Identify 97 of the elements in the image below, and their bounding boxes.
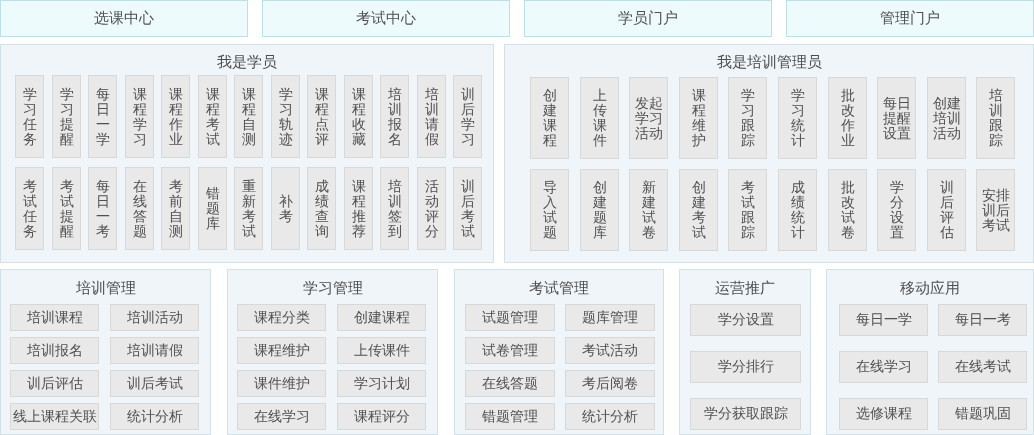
feature-tile: 导入试题 [530,169,569,251]
module-panel [0,44,494,263]
feature-tile: 试卷管理 [465,337,555,364]
portal-header: 选课中心 [0,0,248,37]
feature-tile: 课程推荐 [344,167,373,250]
feature-tile: 训后评估 [10,370,99,397]
feature-tile: 重新考试 [234,167,263,250]
feature-tile: 题库管理 [565,304,655,331]
feature-tile: 上传课件 [337,337,426,364]
panel-title: 培训管理 [75,279,136,297]
feature-tile: 考试活动 [565,337,655,364]
feature-tile: 课程作业 [161,75,190,158]
feature-tile: 统计分析 [565,403,655,430]
feature-tile: 课程点评 [307,75,336,158]
feature-tile: 活动评分 [417,167,446,250]
feature-tile: 创建课程 [530,77,569,159]
feature-tile: 学习任务 [15,75,44,158]
feature-tile: 训后学习 [453,75,482,158]
feature-tile: 补考 [271,167,300,250]
feature-tile: 学习计划 [337,370,426,397]
feature-tile: 培训请假 [110,337,199,364]
feature-tile: 考试提醒 [52,167,81,250]
feature-tile: 训后考试 [453,167,482,250]
feature-tile: 课程维护 [237,337,326,364]
panel-title: 移动应用 [900,279,960,297]
feature-tile: 创建培训活动 [927,77,966,159]
feature-tile: 错题库 [198,167,227,250]
feature-tile: 新建试卷 [629,169,668,251]
feature-tile: 课程分类 [237,304,326,331]
feature-tile: 学分设置 [877,169,916,251]
feature-tile: 课程自测 [234,75,263,158]
module-panel [679,269,811,435]
feature-tile: 创建题库 [580,169,619,251]
feature-tile: 课件维护 [237,370,326,397]
feature-tile: 学习提醒 [52,75,81,158]
portal-header: 学员门户 [524,0,772,37]
panel-title: 考试管理 [529,279,589,297]
feature-tile: 批改作业 [828,77,867,159]
feature-tile: 错题管理 [465,403,555,430]
feature-tile: 学分获取跟踪 [690,398,801,430]
feature-tile: 学分排行 [690,351,801,383]
feature-tile: 统计分析 [110,403,199,430]
feature-tile: 每日一考 [938,304,1027,336]
feature-tile: 课程学习 [125,75,154,158]
feature-tile: 每日一考 [88,167,117,250]
feature-tile: 学分设置 [690,304,801,336]
portal-header: 管理门户 [786,0,1034,37]
feature-tile: 课程评分 [337,403,426,430]
panel-title: 运营推广 [715,279,775,297]
panel-title: 学习管理 [302,279,363,297]
feature-tile: 培训跟踪 [976,77,1015,159]
feature-tile: 发起学习活动 [629,77,668,159]
feature-tile: 培训签到 [380,167,409,250]
feature-tile: 考后阅卷 [565,370,655,397]
feature-tile: 上传课件 [580,77,619,159]
feature-tile: 创建课程 [337,304,426,331]
feature-tile: 课程维护 [679,77,718,159]
panel-title: 我是培训管理员 [716,53,822,71]
feature-tile: 课程收藏 [344,75,373,158]
feature-tile: 考试跟踪 [728,169,767,251]
feature-tile: 成绩查询 [307,167,336,250]
feature-tile: 训后考试 [110,370,199,397]
feature-tile: 课程考试 [198,75,227,158]
feature-tile: 安排训后考试 [976,169,1015,251]
feature-tile: 在线答题 [125,167,154,250]
feature-tile: 学习轨迹 [271,75,300,158]
module-panel [454,269,664,435]
feature-tile: 创建考试 [679,169,718,251]
feature-tile: 试题管理 [465,304,555,331]
feature-tile: 培训报名 [10,337,99,364]
feature-tile: 选修课程 [839,398,928,430]
feature-tile: 培训报名 [380,75,409,158]
module-panel [826,269,1034,435]
feature-tile: 每日一学 [88,75,117,158]
feature-tile: 学习跟踪 [728,77,767,159]
module-panel [227,269,438,435]
module-panel [0,269,211,435]
feature-tile: 培训活动 [110,304,199,331]
feature-tile: 训后评估 [927,169,966,251]
feature-tile: 成绩统计 [778,169,817,251]
feature-tile: 考试任务 [15,167,44,250]
feature-tile: 每日提醒设置 [877,77,916,159]
feature-tile: 在线考试 [938,351,1027,383]
feature-tile: 在线学习 [237,403,326,430]
feature-tile: 在线答题 [465,370,555,397]
panel-title: 我是学员 [217,53,277,71]
feature-tile: 批改试卷 [828,169,867,251]
portal-header: 考试中心 [262,0,510,37]
feature-tile: 学习统计 [778,77,817,159]
feature-tile: 培训课程 [10,304,99,331]
feature-tile: 在线学习 [839,351,928,383]
feature-tile: 考前自测 [161,167,190,250]
feature-tile: 线上课程关联 [10,403,99,430]
module-panel [504,44,1034,263]
feature-tile: 每日一学 [839,304,928,336]
feature-tile: 培训请假 [417,75,446,158]
feature-tile: 错题巩固 [938,398,1027,430]
